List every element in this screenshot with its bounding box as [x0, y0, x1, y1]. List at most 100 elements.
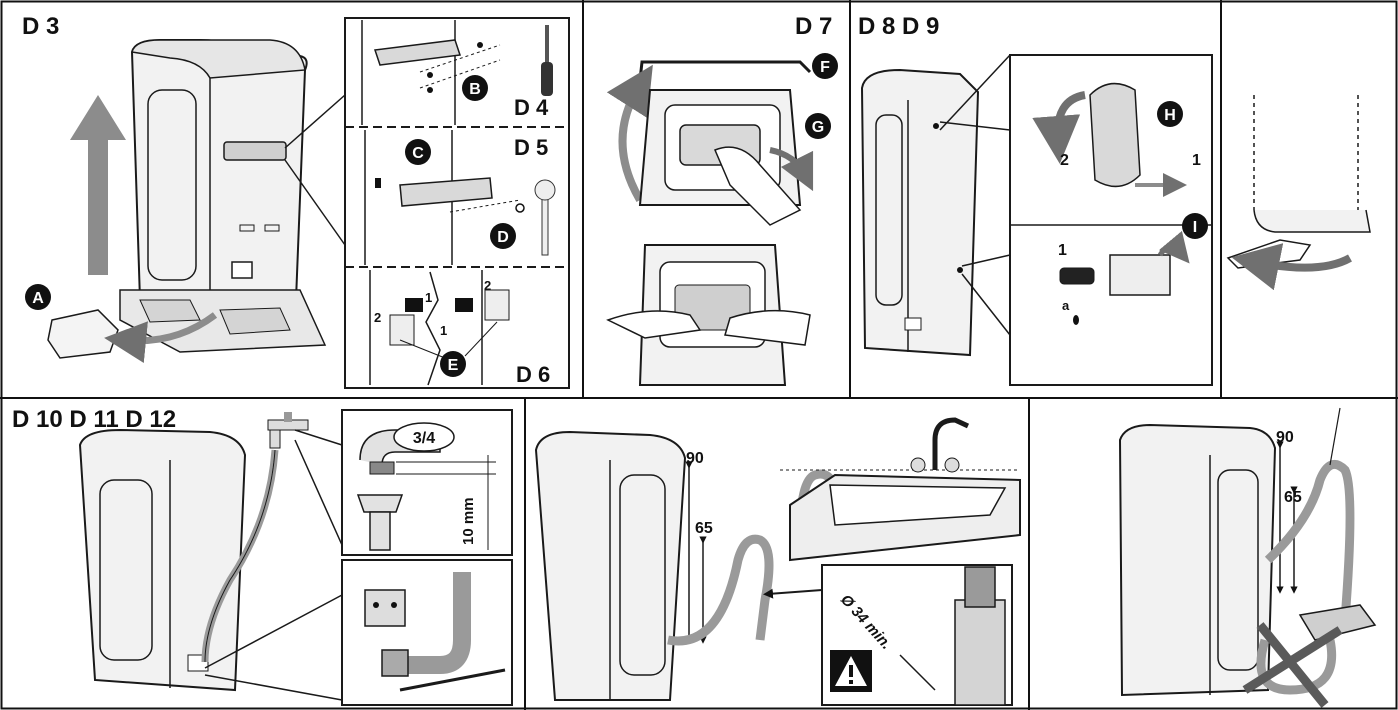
hose-nut — [381, 649, 409, 677]
zoom-line-2 — [284, 159, 346, 246]
badge-a — [25, 284, 51, 310]
sink-bowl — [829, 484, 1007, 526]
badge-g — [805, 113, 831, 139]
mount-screw-1 — [373, 602, 379, 608]
drain-pipe-narrow — [964, 566, 996, 608]
hose-clip — [1089, 82, 1141, 188]
lid-bar — [638, 60, 812, 81]
label-d8-d9: D 8 D 9 — [858, 13, 939, 40]
small-part — [1073, 315, 1079, 325]
inlet-hose-edge — [204, 449, 276, 663]
floor-hose-loop — [1256, 638, 1337, 695]
inset-connection — [341, 559, 513, 706]
lift-arrow — [70, 95, 126, 275]
d6-zigzag — [425, 271, 441, 386]
coupling-stem — [369, 511, 391, 551]
rear-machine — [860, 68, 980, 357]
d4-screw-3 — [477, 42, 483, 48]
rear-hole-top — [933, 123, 939, 129]
panel-wrong-drain: 90 65 — [1118, 407, 1377, 708]
foot-rotate-arrow — [1231, 243, 1352, 291]
plug-socket — [231, 261, 253, 279]
mount-screw-2 — [391, 602, 397, 608]
d6-hole-2 — [455, 298, 473, 312]
drain-pipe-wide — [954, 599, 1006, 706]
hose-tie — [1329, 407, 1341, 466]
d5-slot-1 — [375, 178, 381, 188]
badge-b — [462, 75, 488, 101]
badge-e-text: E — [448, 357, 459, 374]
d4-screw-path-1 — [419, 44, 501, 73]
badge-h — [1157, 101, 1183, 127]
badge-d — [490, 223, 516, 249]
warning-icon — [830, 650, 872, 692]
transport-bracket — [223, 141, 287, 161]
panel-foot — [1226, 95, 1371, 291]
label-d3: D 3 — [22, 13, 59, 40]
floor-pipe — [399, 668, 506, 692]
d6-pointer-1 — [399, 339, 446, 359]
rear-hole-bottom — [957, 267, 963, 273]
panel-sink-drain: 90 65 Ø 34 min. — [534, 417, 1021, 706]
badge-i-text: I — [1193, 219, 1197, 236]
badge-f-text: F — [820, 59, 830, 76]
pointer-arrow — [763, 588, 823, 599]
lower-hand-right — [724, 309, 811, 346]
rear-machine-panel — [875, 114, 903, 306]
thread-size: 3/4 — [413, 430, 435, 447]
drain-machine-panel — [1217, 469, 1259, 671]
d6-step-1-left: 1 — [425, 290, 432, 305]
height-65: 65 — [695, 520, 713, 537]
drain-hose — [667, 534, 774, 646]
cross-2 — [1256, 622, 1329, 708]
d6-step-2-right: 2 — [484, 278, 491, 293]
coupling — [356, 494, 404, 513]
clip-step-2: 2 — [1060, 152, 1069, 169]
machine-side-panel — [147, 89, 197, 281]
badge-b-text: B — [469, 81, 481, 98]
zoom-line-8 — [294, 439, 343, 546]
clip-step-1: 1 — [1192, 152, 1201, 169]
badge-i — [1182, 213, 1208, 239]
clip-rotate-arrow — [1032, 91, 1086, 164]
diameter-dim — [899, 654, 936, 691]
zoom-line-3 — [939, 121, 1011, 131]
drain-hose-2 — [1264, 459, 1355, 621]
hook-machine-panel — [99, 479, 153, 661]
faucet — [932, 417, 970, 470]
badge-e — [440, 351, 466, 377]
d6-step-2-left: 2 — [374, 310, 381, 325]
thread-end — [369, 461, 395, 475]
flap-arrow — [769, 147, 814, 192]
sink-machine-panel — [619, 474, 666, 676]
floor-drain — [1298, 604, 1377, 641]
d6-hole-1 — [405, 298, 423, 312]
plug-step-a: a — [1062, 298, 1070, 313]
remove-arrow — [104, 312, 218, 363]
badge-h-text: H — [1164, 107, 1176, 124]
label-d5: D 5 — [514, 135, 548, 160]
pallet-detail — [139, 299, 291, 335]
d5-bolt — [515, 203, 525, 213]
badge-a-text: A — [32, 290, 44, 307]
zoom-line-9 — [204, 594, 343, 669]
upper-hand — [714, 146, 802, 226]
hook-machine — [78, 428, 247, 692]
water-tap-icon — [267, 412, 309, 449]
rear-cap — [1109, 254, 1171, 296]
d6-pointer-2 — [464, 321, 498, 357]
height-65-2: 65 — [1284, 489, 1302, 506]
plug-step-1: 1 — [1058, 242, 1067, 259]
rear-slot-2 — [264, 224, 280, 232]
height-90: 90 — [686, 450, 704, 467]
d5-bracket — [399, 177, 493, 207]
plug-arrow — [1157, 230, 1190, 264]
d6-cap-2 — [484, 289, 510, 321]
panel-d10-d12: D 10 D 11 D 12 3/4 10 mm — [12, 406, 513, 706]
zoom-line-10 — [204, 674, 343, 701]
inset-d4-d6 — [344, 17, 570, 389]
zoom-line-1 — [284, 94, 346, 149]
faucet-knob-1 — [910, 457, 926, 473]
screwdriver-icon — [541, 25, 553, 96]
